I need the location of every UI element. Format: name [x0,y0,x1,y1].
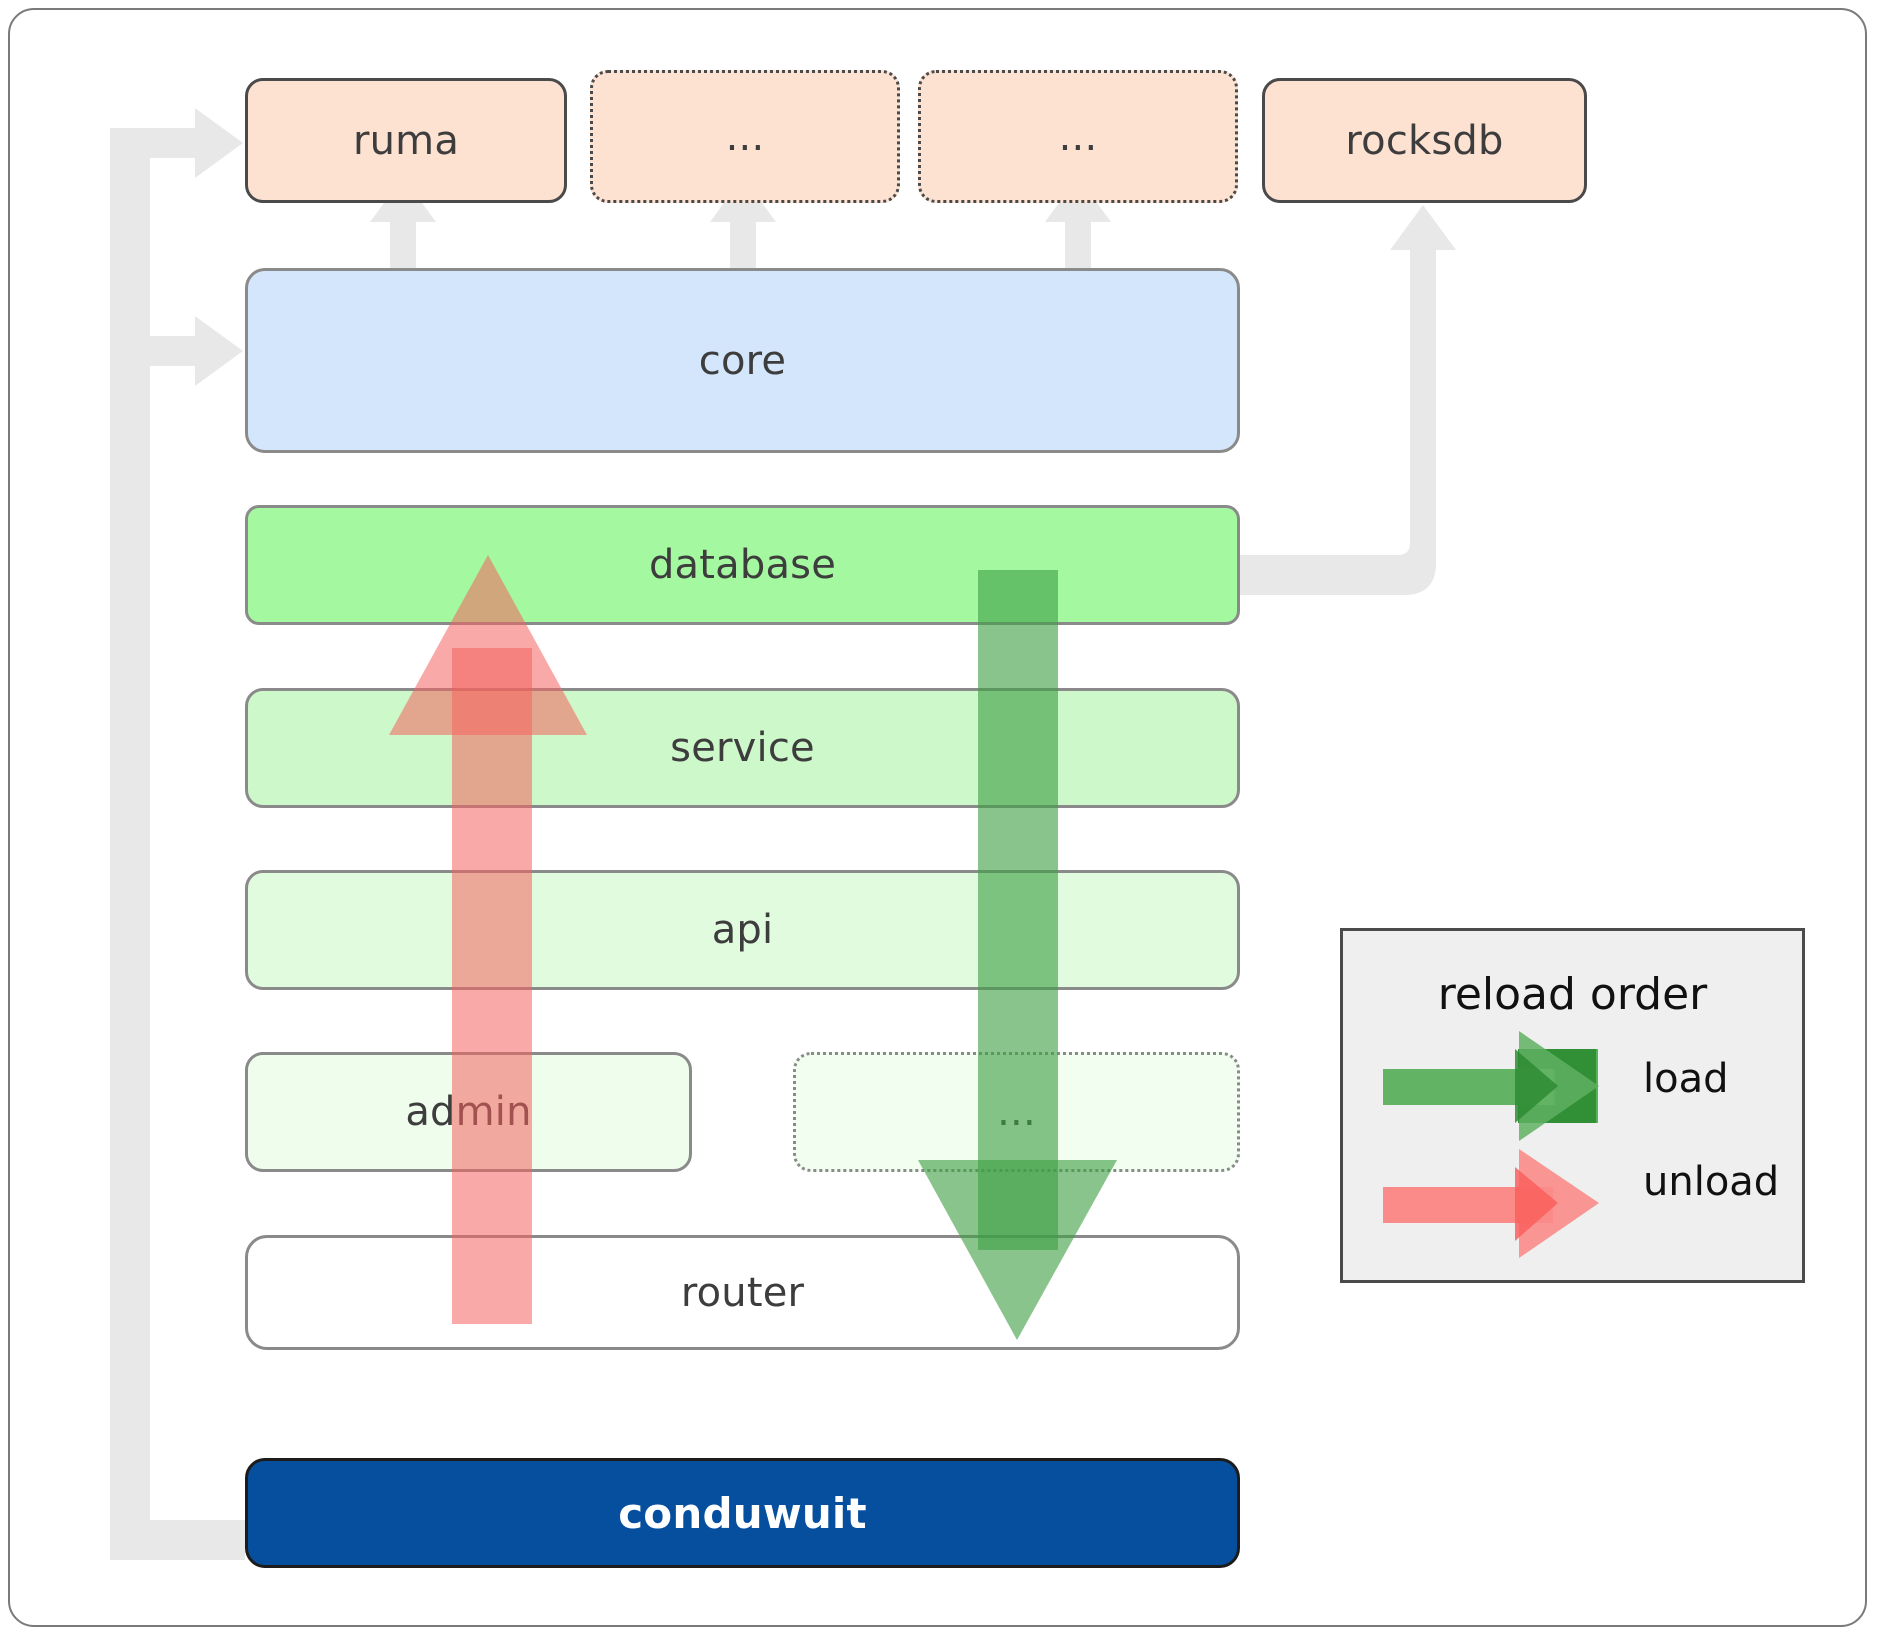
legend-load-label: load [1643,1056,1729,1102]
node-api[interactable]: api [245,870,1240,990]
node-rocksdb-label: rocksdb [1345,117,1504,164]
legend-load-arrow-icon [1383,1031,1599,1141]
legend-title: reload order [1437,969,1708,1020]
node-admin[interactable]: admin [245,1052,692,1172]
node-conduwuit[interactable]: conduwuit [245,1458,1240,1568]
node-database[interactable]: database [245,505,1240,625]
node-router-label: router [680,1269,805,1316]
node-layer-ellipsis-label: ... [997,1089,1036,1135]
node-rocksdb[interactable]: rocksdb [1262,78,1587,203]
legend-arrow-swatches [1383,1031,1599,1258]
node-core-label: core [698,337,787,384]
node-dep-ellipsis-1[interactable]: ... [590,70,900,203]
node-dep-ellipsis-2[interactable]: ... [918,70,1238,203]
legend-reload-order: reload order load unload [1340,928,1805,1283]
node-ruma-label: ruma [352,117,460,164]
node-admin-label: admin [405,1089,532,1135]
legend-unload-label: unload [1643,1159,1780,1205]
node-api-label: api [711,907,774,953]
node-service[interactable]: service [245,688,1240,808]
node-conduwuit-label: conduwuit [618,1488,867,1538]
node-database-label: database [648,542,837,588]
node-dep-ellipsis-1-label: ... [725,113,765,160]
legend-unload-arrow-icon [1383,1149,1599,1258]
node-layer-ellipsis[interactable]: ... [793,1052,1240,1172]
node-ruma[interactable]: ruma [245,78,567,203]
node-service-label: service [670,725,815,771]
node-core[interactable]: core [245,268,1240,453]
node-router[interactable]: router [245,1235,1240,1350]
diagram-frame [8,8,1867,1627]
node-dep-ellipsis-2-label: ... [1058,113,1098,160]
